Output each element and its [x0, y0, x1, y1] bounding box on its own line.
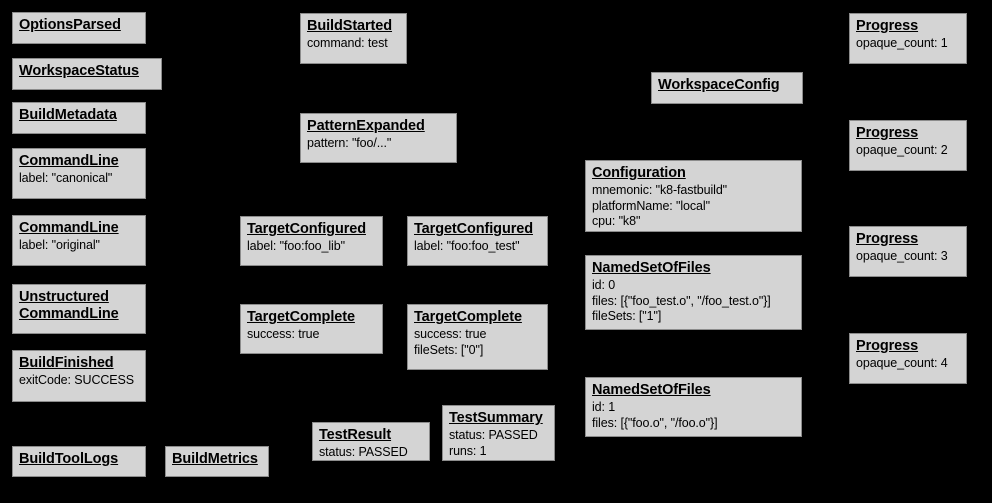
- event-node-title: TargetConfigured: [247, 221, 366, 237]
- event-node-command-line-original[interactable]: CommandLine label: "original": [12, 215, 146, 266]
- event-node-title: Progress: [856, 18, 919, 34]
- event-node-title: WorkspaceStatus: [19, 63, 139, 79]
- event-node-title: Unstructured CommandLine: [19, 289, 119, 322]
- event-node-title: CommandLine: [19, 220, 119, 236]
- event-node-options-parsed[interactable]: OptionsParsed: [12, 12, 146, 44]
- event-node-title: Progress: [856, 231, 919, 247]
- event-node-fields: status: PASSED runs: 1: [449, 428, 538, 458]
- event-node-fields: label: "foo:foo_lib": [247, 239, 345, 253]
- event-node-title: Configuration: [592, 165, 686, 181]
- event-node-fields: label: "canonical": [19, 171, 113, 185]
- event-node-test-summary[interactable]: TestSummary status: PASSED runs: 1: [442, 405, 555, 461]
- event-node-command-line-canonical[interactable]: CommandLine label: "canonical": [12, 148, 146, 199]
- event-node-title: BuildStarted: [307, 18, 393, 34]
- event-node-title: TargetConfigured: [414, 221, 533, 237]
- event-node-title: PatternExpanded: [307, 118, 425, 134]
- event-node-pattern-expanded[interactable]: PatternExpanded pattern: "foo/...": [300, 113, 457, 163]
- event-node-target-complete-test[interactable]: TargetComplete success: true fileSets: ["…: [407, 304, 548, 370]
- event-node-fields: id: 1 files: [{"foo.o", "/foo.o"}]: [592, 400, 718, 430]
- event-node-fields: mnemonic: "k8-fastbuild" platformName: "…: [592, 183, 728, 228]
- event-node-fields: opaque_count: 3: [856, 249, 948, 263]
- event-node-title: BuildMetrics: [172, 451, 258, 467]
- event-node-fields: pattern: "foo/...": [307, 136, 392, 150]
- event-node-fields: id: 0 files: [{"foo_test.o", "/foo_test.…: [592, 278, 771, 323]
- event-node-named-set-of-files-1[interactable]: NamedSetOfFiles id: 1 files: [{"foo.o", "…: [585, 377, 802, 437]
- event-node-title: BuildToolLogs: [19, 451, 119, 467]
- event-node-target-complete-lib[interactable]: TargetComplete success: true: [240, 304, 383, 354]
- event-node-title: BuildFinished: [19, 355, 114, 371]
- event-node-title: TestResult: [319, 427, 392, 443]
- event-node-title: TestSummary: [449, 410, 543, 426]
- event-node-fields: opaque_count: 4: [856, 356, 948, 370]
- event-node-build-tool-logs[interactable]: BuildToolLogs: [12, 446, 146, 477]
- event-node-named-set-of-files-0[interactable]: NamedSetOfFiles id: 0 files: [{"foo_test.…: [585, 255, 802, 330]
- event-node-fields: label: "original": [19, 238, 100, 252]
- event-node-fields: status: PASSED: [319, 445, 408, 459]
- event-node-progress-3[interactable]: Progress opaque_count: 3: [849, 226, 967, 277]
- event-node-fields: opaque_count: 2: [856, 143, 948, 157]
- event-node-progress-1[interactable]: Progress opaque_count: 1: [849, 13, 967, 64]
- event-node-fields: exitCode: SUCCESS: [19, 373, 135, 387]
- event-node-title: Progress: [856, 338, 919, 354]
- event-node-workspace-status[interactable]: WorkspaceStatus: [12, 58, 162, 90]
- event-node-title: NamedSetOfFiles: [592, 382, 711, 398]
- event-node-title: TargetComplete: [414, 309, 522, 325]
- event-node-title: NamedSetOfFiles: [592, 260, 711, 276]
- event-node-build-finished[interactable]: BuildFinished exitCode: SUCCESS: [12, 350, 146, 402]
- event-node-fields: label: "foo:foo_test": [414, 239, 520, 253]
- event-node-title: WorkspaceConfig: [658, 77, 780, 93]
- event-node-title: CommandLine: [19, 153, 119, 169]
- event-node-fields: command: test: [307, 36, 388, 50]
- event-node-test-result[interactable]: TestResult status: PASSED: [312, 422, 430, 461]
- event-node-target-configured-lib[interactable]: TargetConfigured label: "foo:foo_lib": [240, 216, 383, 266]
- event-node-progress-2[interactable]: Progress opaque_count: 2: [849, 120, 967, 171]
- event-node-fields: opaque_count: 1: [856, 36, 948, 50]
- event-node-build-started[interactable]: BuildStarted command: test: [300, 13, 407, 64]
- event-node-title: OptionsParsed: [19, 17, 121, 33]
- event-node-build-metrics[interactable]: BuildMetrics: [165, 446, 269, 477]
- event-node-configuration[interactable]: Configuration mnemonic: "k8-fastbuild" pl…: [585, 160, 802, 232]
- event-node-unstructured-command-line[interactable]: Unstructured CommandLine: [12, 284, 146, 334]
- event-node-title: Progress: [856, 125, 919, 141]
- event-node-target-configured-test[interactable]: TargetConfigured label: "foo:foo_test": [407, 216, 548, 266]
- event-node-progress-4[interactable]: Progress opaque_count: 4: [849, 333, 967, 384]
- event-node-title: BuildMetadata: [19, 107, 117, 123]
- event-node-build-metadata[interactable]: BuildMetadata: [12, 102, 146, 134]
- event-node-title: TargetComplete: [247, 309, 355, 325]
- event-node-fields: success: true fileSets: ["0"]: [414, 327, 487, 357]
- event-node-workspace-config[interactable]: WorkspaceConfig: [651, 72, 803, 104]
- event-node-fields: success: true: [247, 327, 320, 341]
